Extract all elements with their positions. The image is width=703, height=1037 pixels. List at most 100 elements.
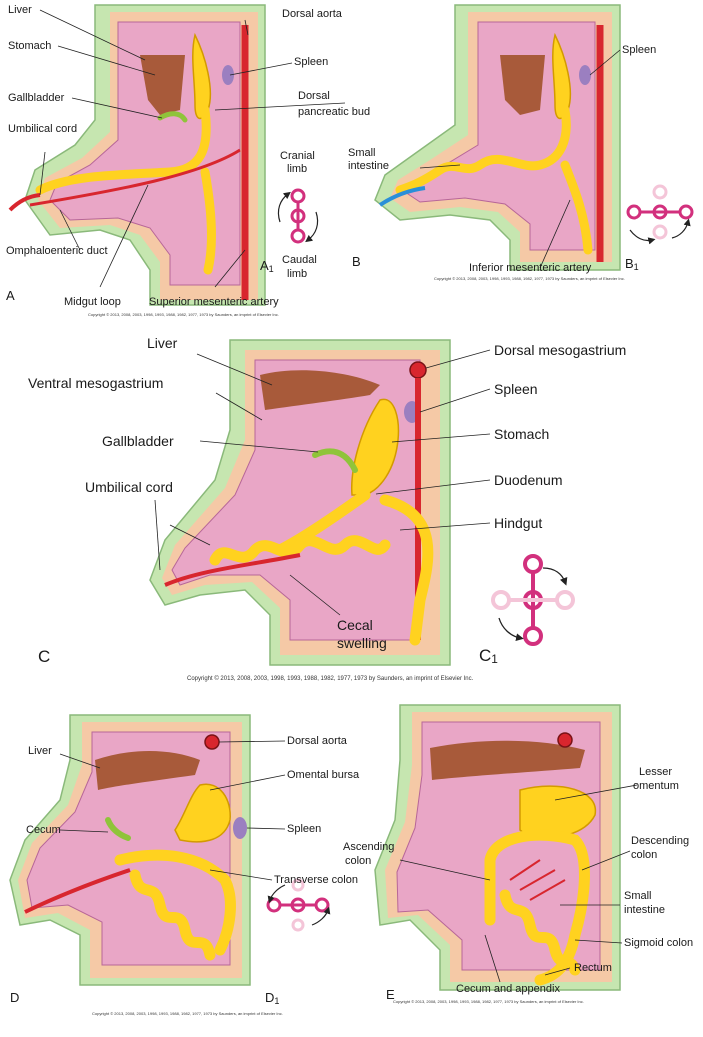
label-a-caudal: Caudal	[282, 254, 317, 266]
panel-c-letter: C	[38, 647, 51, 666]
small-intestine-b	[395, 105, 571, 195]
leader-lines	[39, 9, 638, 983]
liver-e	[430, 740, 585, 780]
label-c-spleen: Spleen	[494, 381, 538, 397]
schema-d1	[266, 878, 331, 932]
label-c-hindgut: Hindgut	[494, 515, 543, 531]
label-e-ascending-colon: colon	[345, 855, 372, 867]
label-e-lesser: Lesser	[639, 766, 673, 778]
label-a-caudal-limb: limb	[287, 268, 308, 280]
label-a-midgut-loop: Midgut loop	[64, 296, 121, 308]
label-e-omentum: omentum	[633, 780, 679, 792]
dorsal-aorta-e	[557, 732, 573, 748]
dorsal-aorta-d	[204, 734, 220, 750]
body-cavity-a	[49, 21, 241, 286]
copyright-d: Copyright © 2013, 2008, 2003, 1998, 1993…	[92, 1011, 283, 1016]
dorsal-aorta-c	[409, 361, 427, 379]
label-e-sigmoid-colon: Sigmoid colon	[624, 937, 694, 949]
label-a-liver: Liver	[8, 4, 32, 16]
cecum-d	[105, 817, 131, 841]
panel-b1-letter: B1	[625, 256, 639, 272]
panel-a1-letter: A1	[260, 258, 274, 274]
umbilical-vessel-b	[378, 186, 426, 207]
liver-b	[500, 55, 545, 115]
panel-e-letter: E	[386, 987, 395, 1002]
label-e-cecum-and-appendix: Cecum and appendix	[456, 983, 560, 995]
panel-d-drawing	[9, 714, 251, 986]
panel-a-letter: A	[6, 288, 15, 303]
label-d-spleen: Spleen	[287, 823, 322, 835]
label-b-inferior-mesenteric-artery: Inferior mesenteric artery	[469, 262, 592, 274]
mesenteric-vessels-e	[509, 859, 566, 901]
panel-c1-letter: C1	[479, 646, 498, 666]
sma-a	[29, 148, 241, 207]
panel-e-drawing	[374, 704, 621, 991]
label-e-rectum: Rectum	[574, 962, 612, 974]
label-c-dorsal-mesogastrium: Dorsal mesogastrium	[494, 342, 627, 358]
spleen-a	[222, 65, 234, 85]
umbilical-vessel-d	[24, 868, 131, 914]
schema-b1	[626, 184, 694, 245]
label-a-dorsal: Dorsal	[298, 90, 330, 102]
copyright-c: Copyright © 2013, 2008, 2003, 1998, 1993…	[187, 676, 474, 682]
copyright-e: Copyright © 2013, 2008, 2003, 1998, 1993…	[393, 999, 584, 1004]
label-d-cecum: Cecum	[26, 824, 61, 836]
label-c-liver: Liver	[147, 335, 178, 351]
label-c-stomach: Stomach	[494, 426, 550, 442]
label-a-pancreatic-bud: pancreatic bud	[298, 106, 371, 118]
midgut-loop-a	[35, 105, 216, 275]
panel-d1-letter: D1	[265, 990, 280, 1006]
spleen-b	[579, 65, 591, 85]
label-a-spleen: Spleen	[294, 56, 329, 68]
copyright-a: Copyright © 2013, 2008, 2003, 1998, 1993…	[88, 312, 279, 317]
hindgut-b	[560, 160, 593, 255]
label-a-stomach: Stomach	[8, 40, 52, 52]
gallbladder-a	[157, 111, 188, 123]
label-a-dorsal-aorta: Dorsal aorta	[282, 8, 342, 20]
label-a-cranial-limb: limb	[287, 163, 308, 175]
transverse-colon-d	[114, 849, 236, 956]
label-c-gallbladder: Gallbladder	[102, 433, 174, 449]
label-a-gallbladder: Gallbladder	[8, 92, 65, 104]
umbilical-cord-a	[8, 193, 41, 212]
liver-a	[140, 55, 185, 115]
label-c-cecal: Cecal	[337, 617, 373, 633]
small-intestine-d	[129, 869, 216, 961]
panel-d-letter: D	[10, 990, 20, 1005]
label-c-umbilical-cord: Umbilical cord	[85, 479, 173, 495]
label-d-dorsal-aorta: Dorsal aorta	[287, 735, 347, 747]
label-a-cranial: Cranial	[280, 150, 315, 162]
schema-a1	[277, 188, 319, 244]
label-e-small: Small	[624, 890, 652, 902]
panel-a-drawing	[8, 4, 266, 306]
label-e-descending-colon: colon	[631, 849, 658, 861]
copyright-b: Copyright © 2013, 2008, 2003, 1998, 1993…	[434, 276, 625, 281]
label-d-transverse-colon: Transverse colon	[274, 874, 358, 886]
panel-b-letter: B	[352, 254, 361, 269]
label-b-spleen: Spleen	[622, 44, 657, 56]
label-b-intestine: intestine	[348, 160, 389, 172]
stomach-d	[174, 783, 231, 843]
umbilical-vessel-c	[164, 553, 301, 587]
stomach-c	[351, 398, 400, 496]
label-c-swelling: swelling	[337, 635, 387, 651]
label-d-liver: Liver	[28, 745, 52, 757]
small-intestine-e	[499, 889, 581, 976]
small-intestine-c	[209, 535, 391, 566]
hindgut-c	[274, 489, 434, 646]
label-a-umbilical-cord: Umbilical cord	[8, 123, 78, 135]
label-e-descending: Descending	[631, 835, 690, 847]
stomach-b	[552, 32, 572, 120]
label-d-omental-bursa: Omental bursa	[287, 769, 360, 781]
spleen-d	[233, 817, 247, 839]
label-a-omphaloenteric-duct: Omphaloenteric duct	[6, 245, 108, 257]
stomach-a	[192, 32, 212, 120]
panel-c-drawing	[149, 339, 451, 666]
liver-d	[95, 751, 200, 790]
gallbladder-c	[312, 448, 358, 473]
schema-c1	[491, 554, 575, 646]
label-c-ventral-mesogastrium: Ventral mesogastrium	[28, 375, 164, 391]
label-a-superior-mesenteric-artery: Superior mesenteric artery	[149, 296, 279, 308]
